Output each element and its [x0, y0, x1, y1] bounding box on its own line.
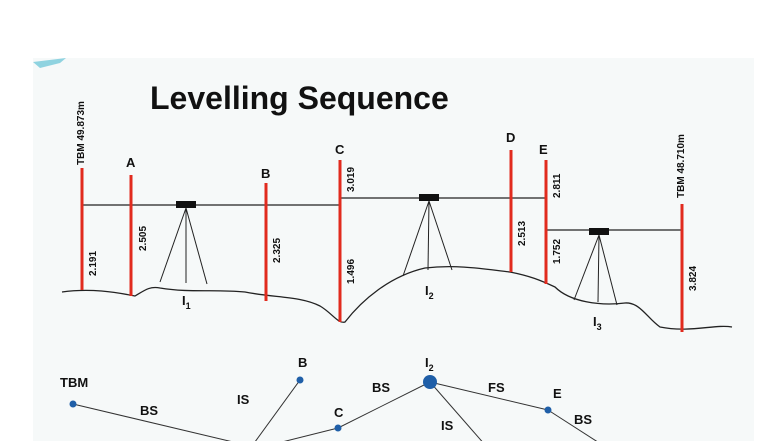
network-node-tbm — [69, 400, 77, 408]
network-edge — [547, 409, 598, 441]
station-c-label: C — [335, 142, 345, 157]
instrument-3 — [573, 228, 618, 306]
network-label-i2: I2 — [425, 355, 434, 373]
edge-label-bs: BS — [140, 403, 158, 418]
network-diagram: TBM B C I2 E BS IS BS FS IS BS — [60, 355, 598, 441]
reading-e-fs: 2.811 — [552, 173, 563, 198]
station-tbm-end-label: TBM 48.710m — [676, 134, 687, 198]
instrument-1 — [159, 201, 208, 285]
network-label-tbm: TBM — [60, 375, 88, 390]
instrument-3-label: I3 — [593, 314, 602, 332]
network-node-b — [296, 376, 304, 384]
network-node-e — [544, 406, 552, 414]
network-edge — [72, 403, 232, 441]
tripod-leg — [573, 234, 600, 301]
network-node-c — [334, 424, 342, 432]
station-d-label: D — [506, 130, 515, 145]
level-head-3 — [589, 228, 609, 235]
reading-c-fs: 1.496 — [346, 259, 357, 284]
network-label-b: B — [298, 355, 307, 370]
tripod-leg — [402, 200, 430, 277]
network-node-i2 — [423, 375, 437, 389]
network-label-c: C — [334, 405, 344, 420]
network-edge — [283, 427, 339, 441]
instrument-2 — [402, 194, 453, 277]
network-label-e: E — [553, 386, 562, 401]
reading-d: 2.513 — [517, 221, 528, 246]
network-edge — [255, 379, 301, 441]
instrument-2-label: I2 — [425, 283, 434, 301]
reading-b: 2.325 — [272, 238, 283, 263]
page-title: Levelling Sequence — [150, 80, 449, 116]
network-edge — [429, 381, 549, 411]
reading-tbm-start: 2.191 — [88, 251, 99, 276]
station-b-label: B — [261, 166, 270, 181]
reading-tbm-end: 3.824 — [688, 266, 699, 291]
level-head-2 — [419, 194, 439, 201]
station-a-label: A — [126, 155, 136, 170]
tripod-leg — [597, 234, 600, 303]
tripod-leg — [598, 234, 618, 306]
edge-label-fs: FS — [488, 380, 505, 395]
tripod-leg — [185, 207, 208, 285]
slide-background — [33, 58, 754, 441]
tripod-leg — [427, 200, 430, 271]
level-head-1 — [176, 201, 196, 208]
tripod-leg — [159, 207, 187, 283]
reading-a: 2.505 — [138, 226, 149, 251]
corner-accent — [33, 58, 66, 68]
instrument-1-label: I1 — [182, 293, 191, 311]
reading-c-bs: 3.019 — [346, 167, 357, 192]
network-edge — [337, 381, 431, 429]
station-tbm-start-label: TBM 49.873m — [76, 101, 87, 165]
network-edge — [429, 381, 483, 441]
edge-label-bs: BS — [574, 412, 592, 427]
tripod-leg — [428, 200, 453, 271]
edge-label-is: IS — [441, 418, 454, 433]
edge-label-bs: BS — [372, 380, 390, 395]
edge-label-is: IS — [237, 392, 250, 407]
reading-e-bs: 1.752 — [552, 239, 563, 264]
station-e-label: E — [539, 142, 548, 157]
ground-profile — [61, 266, 733, 330]
